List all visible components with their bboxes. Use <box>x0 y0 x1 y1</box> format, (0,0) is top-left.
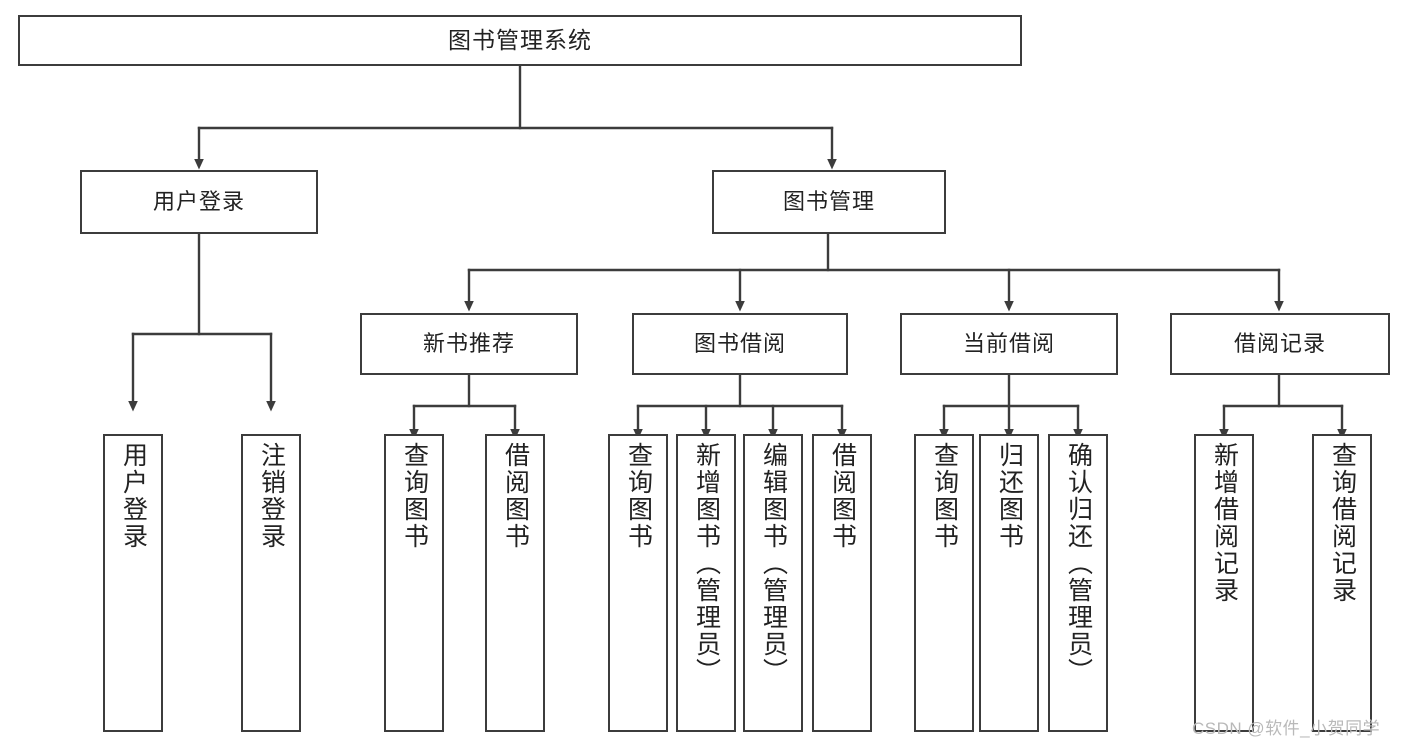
leaf-query-book-2[interactable]: 查询图书 <box>608 434 668 732</box>
node-user-login[interactable]: 用户登录 <box>80 170 318 234</box>
node-label: 图书管理系统 <box>448 26 592 53</box>
node-label: 当前借阅 <box>962 331 1055 357</box>
leaf-query-record[interactable]: 查询借阅记录 <box>1312 434 1372 732</box>
node-label: 借阅记录 <box>1233 331 1326 357</box>
node-book-manage[interactable]: 图书管理 <box>712 170 946 234</box>
node-label: 图书管理 <box>782 189 875 215</box>
node-label: 借阅图书 <box>828 442 857 550</box>
node-root-book-management-system[interactable]: 图书管理系统 <box>18 15 1022 66</box>
node-book-borrow[interactable]: 图书借阅 <box>632 313 848 375</box>
node-label: 用户登录 <box>119 442 148 550</box>
node-label: 查询图书 <box>400 442 429 550</box>
leaf-logout[interactable]: 注销登录 <box>241 434 301 732</box>
node-label: 借阅图书 <box>501 442 530 550</box>
leaf-return-book[interactable]: 归还图书 <box>979 434 1039 732</box>
leaf-borrow-book-1[interactable]: 借阅图书 <box>485 434 545 732</box>
csdn-watermark: CSDN @软件_小贺同学 <box>1192 719 1381 738</box>
leaf-query-book-1[interactable]: 查询图书 <box>384 434 444 732</box>
node-label: 新增图书（管理员） <box>692 442 721 685</box>
node-label: 新增借阅记录 <box>1210 442 1239 604</box>
node-label: 注销登录 <box>257 442 286 550</box>
node-label: 用户登录 <box>152 189 245 215</box>
leaf-add-book[interactable]: 新增图书（管理员） <box>676 434 736 732</box>
leaf-add-record[interactable]: 新增借阅记录 <box>1194 434 1254 732</box>
node-label: 确认归还（管理员） <box>1064 442 1093 685</box>
node-new-book-recommend[interactable]: 新书推荐 <box>360 313 578 375</box>
node-label: 查询图书 <box>624 442 653 550</box>
node-label: 新书推荐 <box>422 331 515 357</box>
node-label: 图书借阅 <box>693 331 786 357</box>
node-current-borrow[interactable]: 当前借阅 <box>900 313 1118 375</box>
leaf-user-login[interactable]: 用户登录 <box>103 434 163 732</box>
leaf-confirm-return[interactable]: 确认归还（管理员） <box>1048 434 1108 732</box>
node-borrow-record[interactable]: 借阅记录 <box>1170 313 1390 375</box>
node-label: 查询图书 <box>930 442 959 550</box>
node-label: 归还图书 <box>995 442 1024 550</box>
leaf-borrow-book-2[interactable]: 借阅图书 <box>812 434 872 732</box>
leaf-edit-book[interactable]: 编辑图书（管理员） <box>743 434 803 732</box>
node-label: 查询借阅记录 <box>1328 442 1357 604</box>
leaf-query-book-3[interactable]: 查询图书 <box>914 434 974 732</box>
node-label: 编辑图书（管理员） <box>759 442 788 685</box>
